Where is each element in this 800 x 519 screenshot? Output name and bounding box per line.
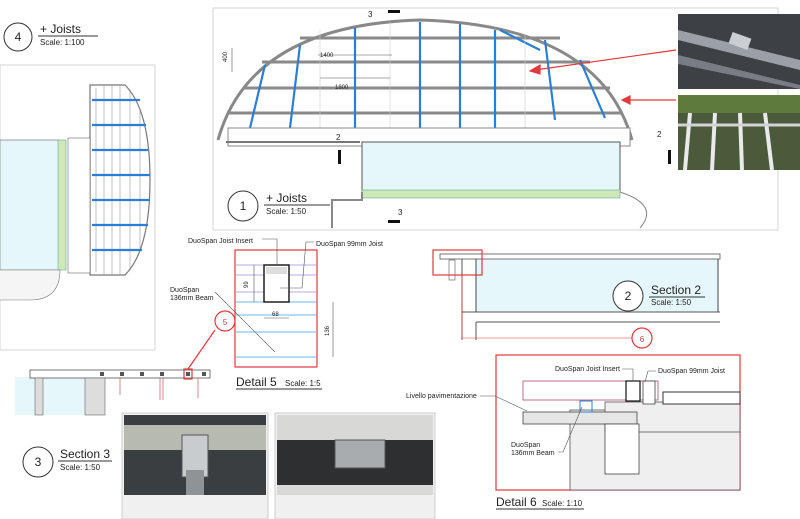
dimension-400: 400 xyxy=(223,51,229,62)
view-scale: Scale: 1:100 xyxy=(40,38,85,47)
svg-text:3: 3 xyxy=(398,208,403,217)
view-title: Section 2 xyxy=(651,283,701,297)
view-title: + Joists xyxy=(266,191,307,205)
detail-scale: Scale: 1:5 xyxy=(285,379,321,388)
section2-drawing: 6 2 Section 2 Scale: 1:50 xyxy=(432,249,721,349)
detail-scale: Scale: 1:10 xyxy=(542,499,583,508)
callout-6: 6 xyxy=(640,335,645,344)
detail-title: Detail 5 xyxy=(236,375,277,389)
view-number: 4 xyxy=(15,30,22,44)
callout-5: 5 xyxy=(223,318,228,327)
detail-title: Detail 6 xyxy=(496,495,537,509)
detail6: DuoSpan Joist Insert DuoSpan 99mm Joist … xyxy=(406,354,741,510)
photo-beam-bracket xyxy=(121,412,269,519)
dimension-99: 99 xyxy=(244,281,250,288)
view-title: Section 3 xyxy=(60,447,110,461)
label-joist-insert: DuoSpan Joist Insert xyxy=(555,366,620,373)
dimension-136: 136 xyxy=(325,325,331,336)
view4-plan xyxy=(0,64,156,351)
view-scale: Scale: 1:50 xyxy=(651,298,692,307)
label-floor-level: Livello pavimentazione xyxy=(406,393,477,400)
view-scale: Scale: 1:50 xyxy=(60,463,101,472)
dimension-68: 68 xyxy=(272,312,279,318)
svg-text:3: 3 xyxy=(368,10,373,19)
view-number-circle xyxy=(3,22,33,52)
view1-plan: 400 1400 1800 3 3 2 2 1 + Joists Scale: … xyxy=(212,7,779,231)
svg-text:2: 2 xyxy=(336,133,341,142)
dimension-1400: 1400 xyxy=(320,53,334,59)
callout-arrows xyxy=(528,49,677,105)
label-99mm-joist: DuoSpan 99mm Joist xyxy=(316,241,383,248)
photo-beam-connection xyxy=(274,412,436,519)
section3-drawing: 5 3 Section 3 Scale: 1:50 xyxy=(15,310,236,478)
svg-text:2: 2 xyxy=(657,130,662,139)
dimension-1800: 1800 xyxy=(335,85,349,91)
label-joist-insert: DuoSpan Joist Insert xyxy=(188,238,253,245)
view-number: 3 xyxy=(35,455,42,469)
label-beam-line2: 136mm Beam xyxy=(511,450,555,457)
view-number: 2 xyxy=(625,289,632,303)
label-99mm-joist: DuoSpan 99mm Joist xyxy=(658,368,725,375)
view4-title-block: 4 + Joists Scale: 1:100 xyxy=(3,22,98,52)
view-title: + Joists xyxy=(40,22,81,36)
detail5: DuoSpan Joist Insert DuoSpan 99mm Joist … xyxy=(170,238,383,390)
view-scale: Scale: 1:50 xyxy=(266,207,307,216)
label-beam-line1: DuoSpan xyxy=(170,287,199,294)
photo-joists-installed xyxy=(678,95,800,171)
label-beam-line1: DuoSpan xyxy=(511,442,540,449)
section-markers: 3 3 2 2 xyxy=(336,10,671,223)
photo-joist-insert xyxy=(678,14,800,89)
label-beam-line2: 136mm Beam xyxy=(170,295,214,302)
view-number: 1 xyxy=(240,199,247,213)
